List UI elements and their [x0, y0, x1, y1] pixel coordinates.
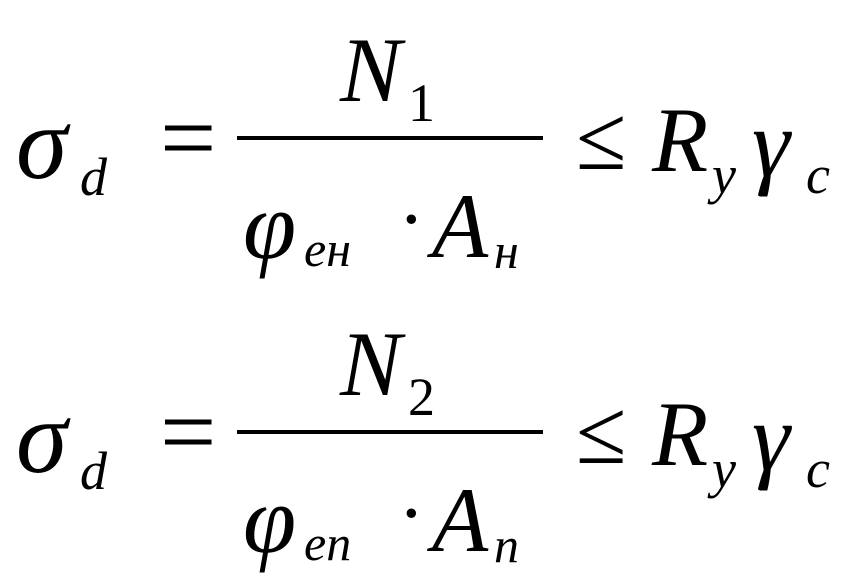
numerator-subscript: 1: [408, 73, 435, 133]
gamma-subscript: c: [806, 439, 830, 499]
fraction-bar: [237, 136, 543, 140]
formula-1: σ d = N 1 φ ен · A н ≤ R y γ c: [0, 0, 853, 290]
resistance-subscript: y: [712, 145, 736, 205]
phi-subscript: еn: [304, 515, 352, 571]
numerator-symbol: N: [340, 19, 402, 121]
phi-subscript: ен: [304, 221, 351, 277]
area-symbol: A: [432, 469, 489, 571]
less-or-equal-sign: ≤: [576, 381, 627, 483]
fraction-bar: [237, 430, 543, 434]
numerator-symbol: N: [340, 313, 402, 415]
formula-2: σ d = N 2 φ еn · A n ≤ R y γ c: [0, 294, 853, 584]
phi-symbol: φ: [243, 466, 297, 573]
resistance-symbol: R: [652, 89, 709, 191]
area-symbol: A: [432, 175, 489, 277]
less-or-equal-sign: ≤: [576, 87, 627, 189]
phi-symbol: φ: [243, 172, 297, 279]
gamma-symbol: γ: [752, 90, 790, 197]
multiply-dot: ·: [398, 470, 425, 558]
gamma-symbol: γ: [752, 384, 790, 491]
sigma-symbol: σ: [16, 86, 68, 201]
multiply-dot: ·: [398, 176, 425, 264]
gamma-subscript: c: [806, 145, 830, 205]
equals-sign: =: [160, 376, 217, 487]
resistance-subscript: y: [712, 439, 736, 499]
numerator-subscript: 2: [408, 367, 435, 427]
sigma-subscript: d: [80, 441, 107, 501]
sigma-symbol: σ: [16, 380, 68, 495]
resistance-symbol: R: [652, 383, 709, 485]
equals-sign: =: [160, 82, 217, 193]
sigma-subscript: d: [80, 147, 107, 207]
area-subscript: н: [494, 223, 519, 279]
area-subscript: n: [494, 517, 519, 573]
